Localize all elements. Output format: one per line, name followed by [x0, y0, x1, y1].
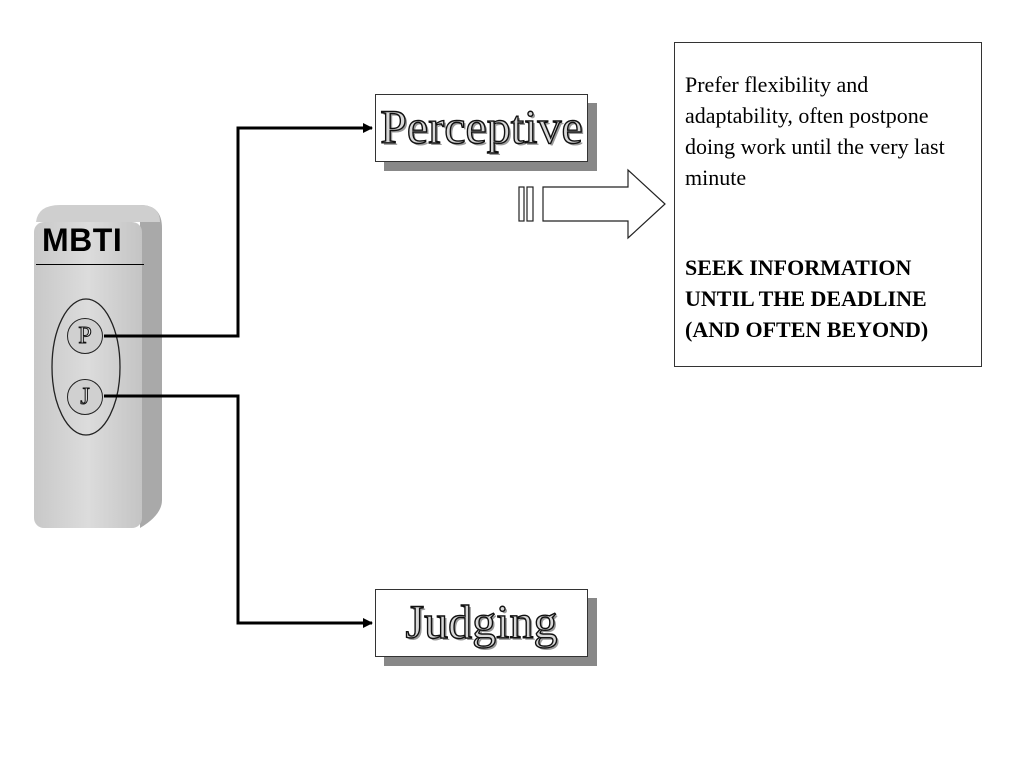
letter-j-circle: J — [67, 379, 103, 415]
arrow-stripe-1 — [518, 186, 525, 222]
arrow-body — [542, 168, 666, 240]
hollow-arrow — [518, 168, 666, 240]
device-side — [140, 205, 162, 528]
description-box: Prefer flexibility and adaptability, oft… — [674, 42, 982, 367]
judging-box: Judging — [375, 589, 588, 657]
connector-j-to-judging — [104, 394, 373, 628]
letter-p-circle: P — [67, 318, 103, 354]
perceptive-box: Perceptive — [375, 94, 588, 162]
description-text: Prefer flexibility and adaptability, oft… — [685, 72, 945, 190]
description-emphasis: SEEK INFORMATION UNTIL THE DEADLINE (AND… — [685, 255, 929, 342]
device-top — [36, 205, 160, 222]
mbti-device — [34, 205, 162, 528]
mbti-underline — [36, 264, 144, 265]
arrow-stripe-2 — [526, 186, 534, 222]
mbti-title: MBTI — [42, 222, 123, 258]
letters-oval — [51, 298, 121, 436]
connector-p-to-perceptive — [104, 123, 373, 338]
device-front — [34, 222, 142, 528]
